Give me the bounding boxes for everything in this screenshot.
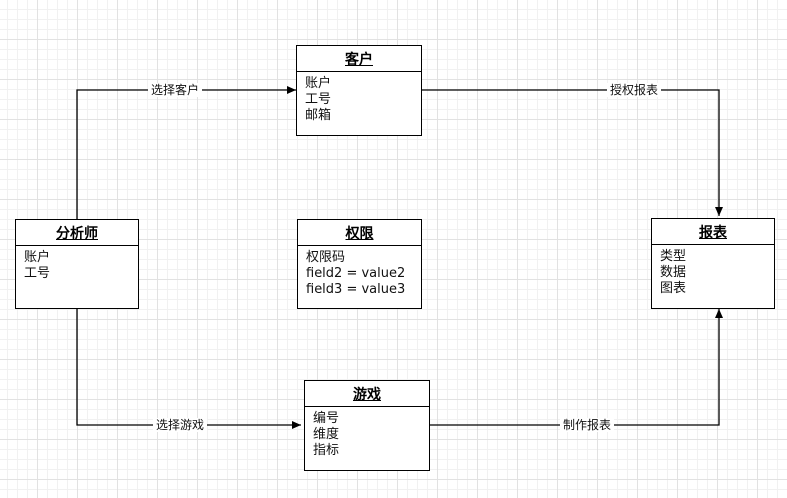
edge-analyst-to-customer[interactable] [76,86,296,222]
field-report-chart: 图表 [660,281,687,296]
edge-game-to-report[interactable] [429,309,723,426]
edge-label-select-game: 选择游戏 [153,418,208,432]
field-permission-code: 权限码 [306,250,346,265]
edge-label-authorize-report: 授权报表 [607,83,662,97]
field-customer-email: 邮箱 [305,108,332,123]
field-game-number: 编号 [313,411,340,426]
field-permission-field2: field2 = value2 [306,266,406,281]
entity-title-game: 游戏 [353,387,381,403]
field-game-dimension: 维度 [313,427,340,442]
entity-game[interactable]: 游戏 编号 维度 指标 [304,380,430,471]
entity-title-report: 报表 [699,225,727,241]
field-report-data: 数据 [660,265,687,280]
entity-header: 报表 [652,219,774,245]
field-game-metric: 指标 [313,443,340,458]
entity-title-analyst: 分析师 [56,226,98,242]
entity-analyst[interactable]: 分析师 账户 工号 [15,219,139,309]
entity-header: 客户 [297,46,421,72]
entity-permission[interactable]: 权限 权限码 field2 = value2 field3 = value3 [297,219,422,309]
entity-title-customer: 客户 [345,52,373,68]
edge-analyst-to-game[interactable] [76,308,301,429]
entity-header: 分析师 [16,220,138,246]
edge-label-select-customer: 选择客户 [148,83,203,97]
field-analyst-employee-id: 工号 [24,266,51,281]
edge-label-make-report: 制作报表 [560,418,615,432]
entity-header: 游戏 [305,381,429,407]
field-permission-field3: field3 = value3 [306,282,406,297]
field-analyst-account: 账户 [24,250,51,265]
entity-header: 权限 [298,220,421,246]
field-customer-employee-id: 工号 [305,92,332,107]
field-report-type: 类型 [660,249,687,264]
field-customer-account: 账户 [305,76,332,91]
entity-customer[interactable]: 客户 账户 工号 邮箱 [296,45,422,136]
entity-report[interactable]: 报表 类型 数据 图表 [651,218,775,309]
edge-customer-to-report[interactable] [421,89,723,216]
entity-title-permission: 权限 [345,226,374,242]
